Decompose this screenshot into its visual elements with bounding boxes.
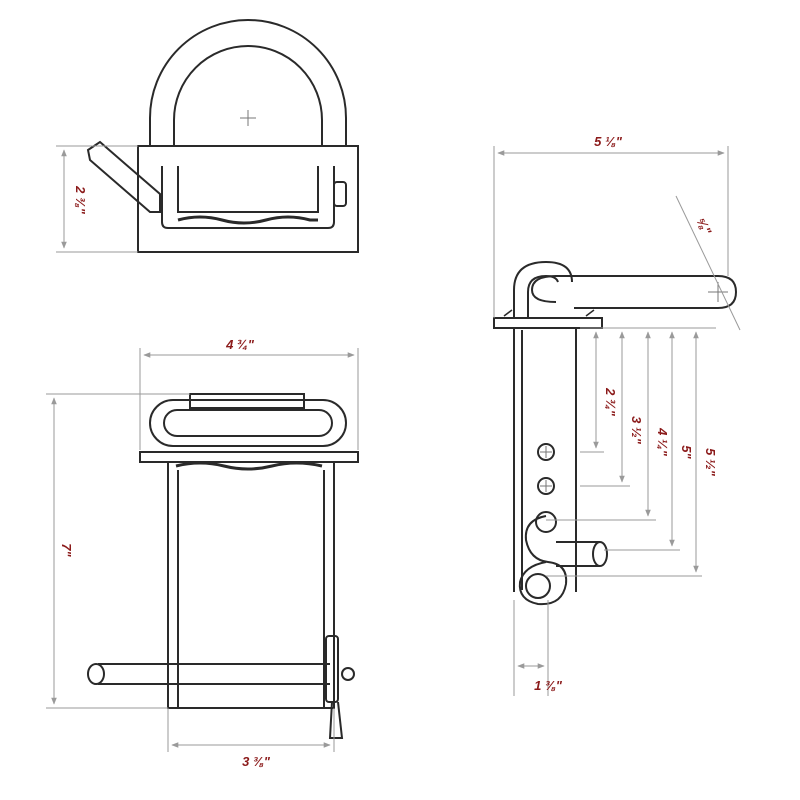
dim-label-front-height: 7" — [59, 543, 74, 557]
top-base-plate — [137, 145, 359, 253]
top-channel-wavy — [177, 215, 318, 225]
side-rod-center — [708, 282, 728, 302]
side-pin-end — [592, 541, 608, 567]
dim-label-front-pin-width: 3 ⅜" — [242, 754, 271, 769]
top-spring-pin — [86, 140, 161, 213]
center-mark — [240, 110, 256, 126]
top-view-height-dimension: 2 ⅜" — [56, 145, 138, 253]
side-post — [513, 328, 577, 592]
front-clip — [325, 635, 339, 703]
dim-label-top-height: 2 ⅜" — [73, 185, 88, 215]
side-plate — [493, 317, 603, 329]
front-ring-outer — [149, 399, 347, 447]
side-plate-welds — [503, 309, 595, 317]
side-view — [493, 260, 738, 606]
side-pin — [556, 541, 600, 567]
front-pin-end — [87, 663, 105, 685]
side-hole-1 — [537, 443, 555, 461]
dim-label-depth-5: 5 ½" — [703, 448, 718, 477]
side-view-rod-diameter-dimension: ⅝" — [675, 195, 741, 331]
side-hole-2 — [537, 477, 555, 495]
dim-label-rod-diameter: ⅝" — [694, 215, 715, 238]
front-view-pin-dimension: 3 ⅜" — [167, 708, 335, 769]
dim-label-front-width: 4 ¾" — [225, 337, 255, 352]
front-post-inner — [177, 470, 325, 708]
front-view — [87, 393, 359, 739]
side-rod-outer — [513, 260, 573, 318]
dim-label-depth-3: 4 ¼" — [655, 427, 670, 457]
side-view-width-dimension: 5 ⅛" — [493, 134, 729, 318]
dim-label-side-width: 5 ⅛" — [594, 134, 623, 149]
front-break — [175, 461, 323, 471]
d-ring-arch-inner — [173, 45, 323, 146]
dim-label-depth-1: 2 ¾" — [603, 387, 618, 417]
side-rod-horizontal — [530, 275, 738, 309]
side-rod-inner — [527, 274, 559, 318]
dim-label-depth-2: 3 ½" — [629, 416, 644, 445]
top-channel-inner — [177, 166, 319, 213]
front-plate — [139, 451, 359, 463]
dim-label-post-width: 1 ⅜" — [534, 678, 563, 693]
top-view — [86, 19, 359, 253]
front-ring-inner — [163, 409, 333, 437]
front-pin — [98, 663, 330, 685]
front-clip-knob — [341, 667, 355, 681]
front-post — [167, 462, 335, 709]
front-clip-tail — [328, 701, 344, 739]
d-ring-arch-outer — [149, 19, 347, 146]
side-view-depth-labels: 2 ¾" 3 ½" 4 ¼" 5" 5 ½" — [603, 387, 718, 477]
top-channel — [161, 166, 335, 229]
front-view-width-dimension: 4 ¾" — [139, 337, 359, 450]
dim-label-depth-4: 5" — [679, 445, 694, 459]
top-pin-knob — [333, 181, 347, 207]
side-view-post-width-dimension: 1 ⅜" — [513, 600, 563, 696]
front-view-height-dimension: 7" — [46, 393, 190, 709]
side-clip-loop — [535, 511, 557, 533]
side-spring-clip — [518, 515, 568, 606]
side-clip-lower-loop — [525, 573, 551, 599]
side-view-depth-dimensions — [546, 327, 716, 577]
